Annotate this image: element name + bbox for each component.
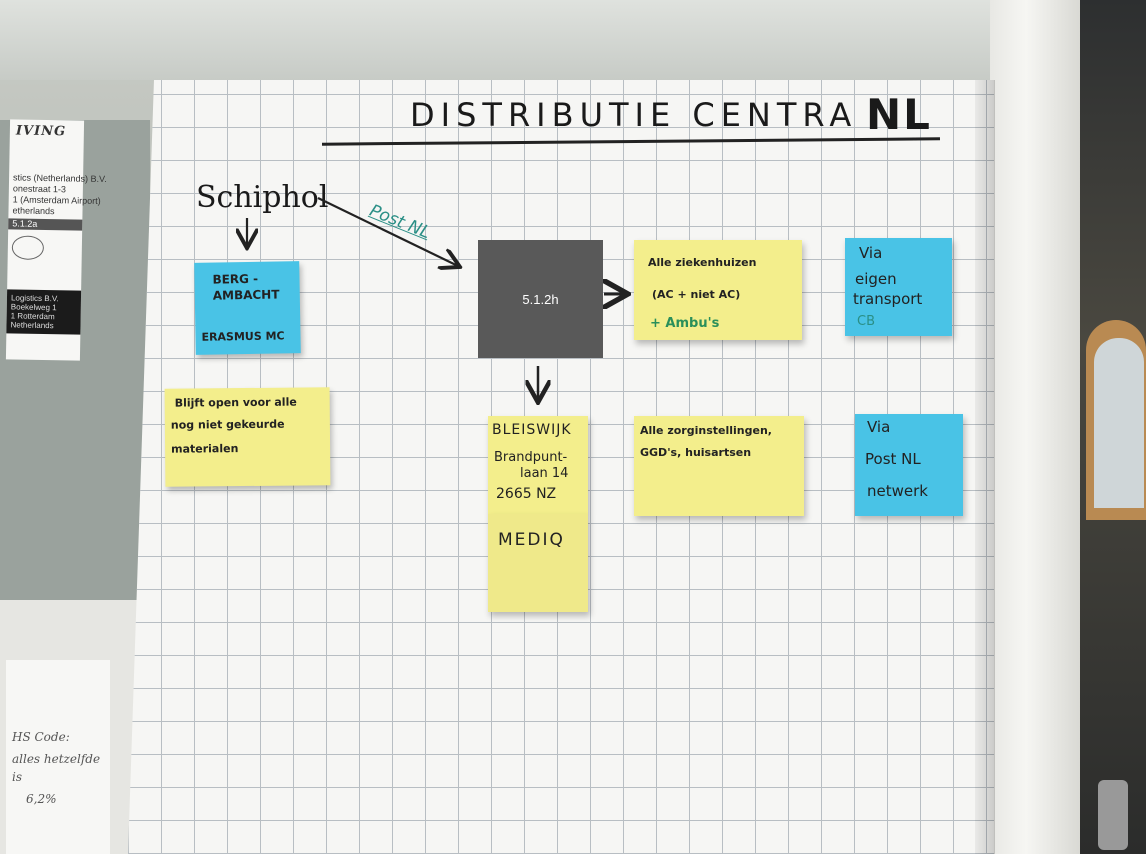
note-text: Via — [867, 418, 891, 436]
note-text: GGD's, huisartsen — [640, 446, 752, 459]
note-text: Blijft open voor alle — [174, 395, 297, 410]
note-text: transport — [853, 290, 923, 308]
bottom-paper-sheet: HS Code: alles hetzelfde is 6,2% — [6, 660, 110, 854]
chart-shadow — [975, 80, 995, 854]
background-glass — [0, 0, 990, 80]
note-text: (AC + niet AC) — [652, 288, 741, 301]
sticky-note-alle-zorginstellingen: Alle zorginstellingen, GGD's, huisartsen — [634, 416, 804, 516]
origin-label: Schiphol — [196, 180, 329, 215]
note-text: CB — [857, 314, 875, 329]
redacted-center-box: 5.1.2h — [478, 240, 603, 358]
note-text: Alle zorginstellingen, — [640, 424, 772, 437]
note-text: MEDIQ — [498, 530, 565, 550]
note-text: ERASMUS MC — [201, 329, 285, 344]
sticky-note-berg-ambacht: BERG - AMBACHT ERASMUS MC — [194, 261, 301, 355]
door-handle — [1098, 780, 1128, 850]
note-text: 2665 NZ — [496, 486, 557, 502]
note-text: Alle ziekenhuizen — [648, 256, 757, 269]
note-text: eigen — [855, 270, 897, 288]
bottom-paper-line: HS Code: — [12, 730, 70, 744]
bottom-paper-line: 6,2% — [26, 792, 57, 806]
note-text: Brandpunt- — [494, 450, 568, 465]
chart-title-suffix: NL — [866, 90, 932, 139]
note-text: BERG - — [212, 271, 259, 287]
note-text: AMBACHT — [212, 287, 280, 303]
right-arch-window — [1094, 338, 1144, 508]
sticky-note-bleiswijk: BLEISWIJK Brandpunt- laan 14 2665 NZ — [488, 416, 588, 514]
sticky-note-via-eigen-transport: Via eigen transport CB — [845, 238, 952, 336]
sticky-note-alle-ziekenhuizen: Alle ziekenhuizen (AC + niet AC) + Ambu'… — [634, 240, 802, 340]
note-text: materialen — [171, 442, 239, 456]
note-text: Via — [859, 244, 883, 262]
note-text: + Ambu's — [650, 316, 720, 331]
note-text: laan 14 — [520, 466, 569, 481]
sticky-note-via-postnl-netwerk: Via Post NL netwerk — [855, 414, 963, 516]
sticky-note-mediq: MEDIQ — [488, 514, 588, 612]
chart-title: DISTRIBUTIE CENTRA — [410, 96, 858, 134]
note-text: BLEISWIJK — [492, 422, 572, 438]
note-text: nog niet gekeurde — [170, 417, 285, 432]
note-text: Post NL — [865, 450, 921, 468]
sticky-note-blijft-open: Blijft open voor alle nog niet gekeurde … — [164, 387, 331, 487]
window-frame — [990, 0, 1080, 854]
bottom-paper-line: alles hetzelfde is — [12, 752, 101, 784]
note-text: netwerk — [867, 482, 928, 500]
arrow-schiphol-to-center — [317, 197, 458, 266]
